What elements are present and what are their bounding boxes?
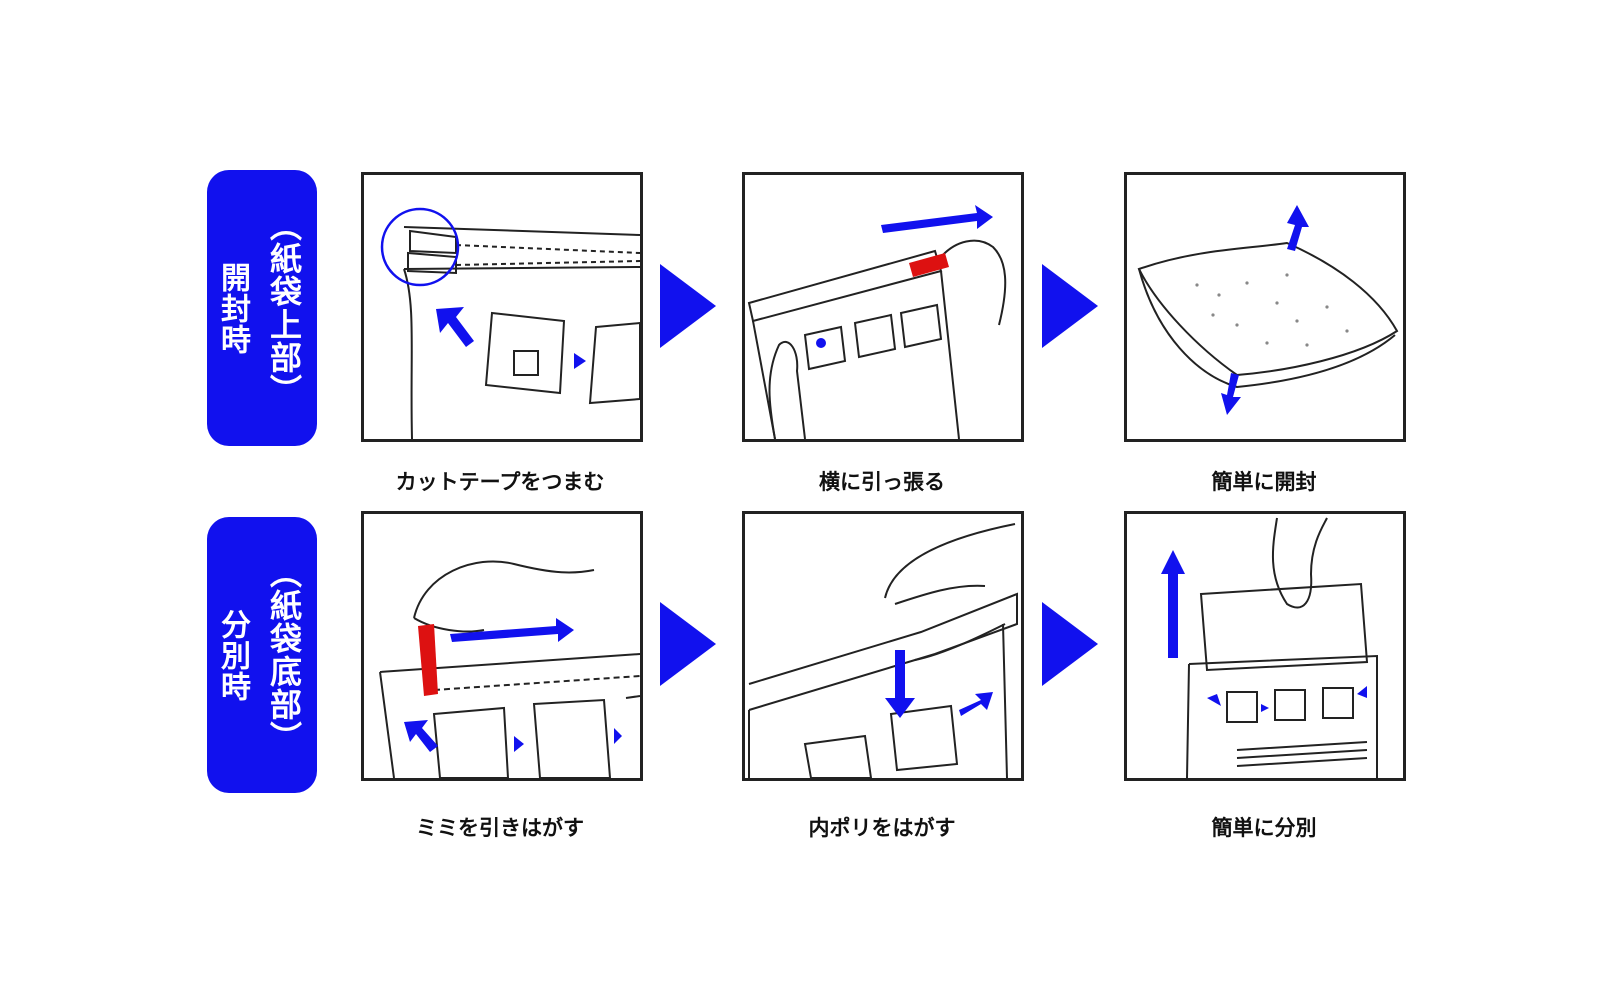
row-label-opening-main: 開封時 (215, 261, 250, 355)
row-label-separation-sub: （紙袋底部） (265, 556, 303, 754)
row-label-opening: 開封時 （紙袋上部） (207, 170, 317, 446)
pinch-cut-tape-illustration (380, 207, 640, 439)
step-pull-sideways-caption: 横に引っ張る (819, 470, 945, 494)
step-easy-open-caption: 簡単に開封 (1211, 470, 1317, 494)
peel-inner-poly-illustration (748, 523, 1018, 778)
next-step-arrow-icon (1042, 602, 1098, 686)
peel-edge-illustration (379, 560, 640, 778)
row-label-separation: 分別時 （紙袋底部） (207, 517, 317, 793)
step-peel-inner-poly-caption: 内ポリをはがす (808, 816, 956, 840)
row-label-opening-sub: （紙袋上部） (265, 209, 303, 407)
easy-separate-illustration (1161, 517, 1378, 778)
step-peel-edge-caption: ミミを引きはがす (416, 816, 584, 840)
step-pinch-cut-tape-caption: カットテープをつまむ (395, 470, 605, 494)
step-easy-separate-panel (1124, 511, 1406, 781)
step-pull-sideways-panel (742, 172, 1024, 442)
step-easy-separate-caption: 簡単に分別 (1211, 816, 1317, 840)
step-easy-open-panel (1124, 172, 1406, 442)
next-step-arrow-icon (660, 602, 716, 686)
step-peel-inner-poly-panel (742, 511, 1024, 781)
step-pinch-cut-tape-panel (361, 172, 643, 442)
pull-sideways-illustration (747, 205, 1007, 439)
easy-open-illustration (1137, 205, 1399, 415)
row-label-separation-main: 分別時 (215, 608, 250, 702)
next-step-arrow-icon (1042, 264, 1098, 348)
next-step-arrow-icon (660, 264, 716, 348)
step-peel-edge-panel (361, 511, 643, 781)
